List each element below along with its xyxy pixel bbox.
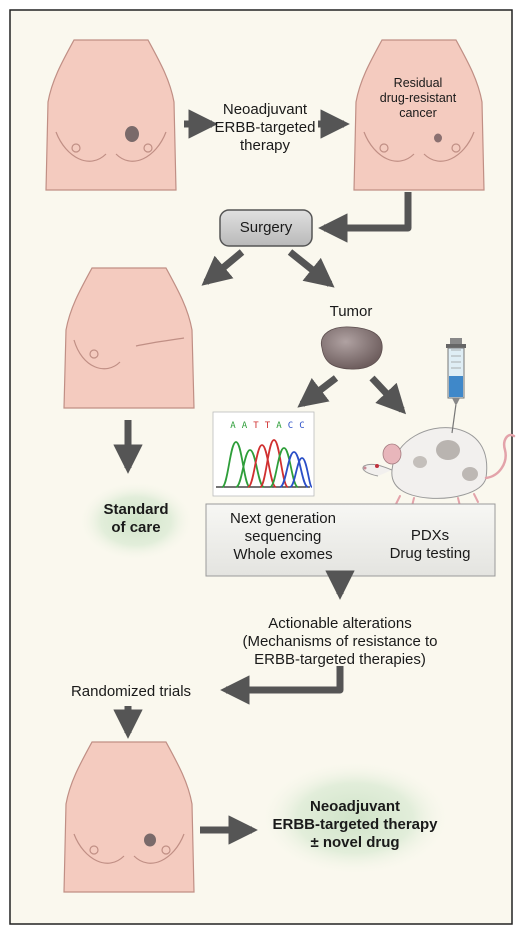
torso-postsurgery [63, 267, 195, 409]
randomized-trials-label: Randomized trials [70, 683, 192, 700]
tumor-label: Tumor [329, 303, 373, 320]
sequence-base: C [299, 421, 304, 431]
standard-of-care-glow [78, 481, 194, 561]
surgery-label: Surgery [239, 219, 293, 236]
surgical-scar [135, 337, 185, 347]
arrow-to-pdx [369, 375, 407, 415]
arrow-to-surgery [318, 192, 412, 243]
analysis-box [205, 503, 496, 577]
therapy-label: Neoadjuvant ERBB-targeted therapy [214, 101, 316, 154]
actionable-alterations-label: Actionable alterations (Mechanisms of re… [242, 615, 438, 668]
sequence-base: C [288, 421, 293, 431]
tumor-icon [320, 326, 383, 370]
mouse-pdx-icon [362, 427, 516, 507]
standard-of-care-label: Standard of care [103, 501, 169, 536]
syringe-icon [446, 338, 466, 434]
outcome-glow [259, 760, 451, 876]
tumor-mark [125, 126, 139, 142]
arrow-to-standard [201, 249, 245, 286]
sequence-base: A [242, 421, 248, 431]
arrow-to-trials [220, 666, 344, 705]
arrow-to-tumor [287, 249, 335, 288]
surgery-box [219, 209, 313, 247]
torso-trial [63, 741, 195, 893]
sequence-base: A [230, 421, 236, 431]
torso-residual [353, 39, 485, 191]
residual-cancer-label: Residual drug-resistant cancer [379, 76, 457, 120]
sequencing-label: Next generation sequencing Whole exomes [230, 510, 336, 563]
pdx-label: PDXs Drug testing [389, 527, 471, 562]
sequence-base: A [276, 421, 282, 431]
torso-pretreatment [45, 39, 177, 191]
outcome-label: Neoadjuvant ERBB-targeted therapy ± nove… [272, 798, 438, 851]
sequence-base: T [253, 421, 259, 431]
arrow-to-sequencing [297, 375, 339, 408]
sequence-base: T [265, 421, 271, 431]
